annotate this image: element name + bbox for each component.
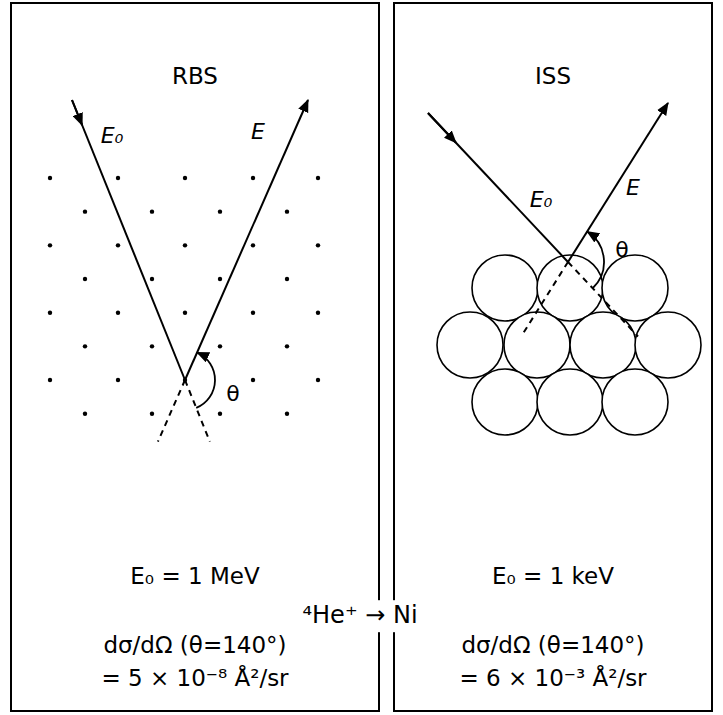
lattice-atom: [150, 344, 154, 348]
label-slot: E: [626, 175, 640, 200]
lattice-atom: [183, 310, 187, 314]
lattice-atom: [116, 378, 120, 382]
surface-atom: [537, 369, 603, 435]
scattered-beam: [568, 103, 668, 262]
lattice-atom: [251, 243, 255, 247]
surface-atom: [602, 369, 668, 435]
angle-symbol: θ: [226, 381, 239, 406]
label-slot: θ: [226, 381, 239, 406]
angle-arc: [196, 353, 215, 408]
panel-text-slot: RBS: [50, 60, 340, 93]
lattice-atom: [316, 378, 320, 382]
lattice-atom: [285, 344, 289, 348]
panel-value: dσ/dΩ (θ=140°) = 5 × 10⁻⁸ Å²/sr: [50, 629, 340, 696]
panel-text-slot: E₀ = 1 keV: [408, 560, 698, 593]
scattered-beam: [185, 100, 308, 380]
panel-heading: RBS: [172, 60, 218, 93]
surface-atom: [570, 312, 636, 378]
panel-text-slot: dσ/dΩ (θ=140°) = 5 × 10⁻⁸ Å²/sr: [50, 629, 340, 696]
energy-symbol: E: [626, 175, 640, 200]
beam-target-label: ⁴He⁺ → Ni: [294, 600, 425, 632]
panel-value: E₀ = 1 MeV: [130, 560, 259, 593]
energy-symbol: E: [251, 119, 265, 144]
lattice-atom: [285, 209, 289, 213]
lattice-atom: [183, 243, 187, 247]
lattice-atom: [251, 378, 255, 382]
lattice-atom: [116, 176, 120, 180]
incident-beam-arrow: [428, 113, 456, 143]
technique-panel: ISS E₀ = 1 keV dσ/dΩ (θ=140°) = 6 × 10⁻³ Å…: [393, 2, 713, 712]
panel-heading: ISS: [535, 60, 571, 93]
surface-atom: [437, 312, 503, 378]
iss-surface: [428, 103, 701, 435]
lattice-atom: [150, 411, 154, 415]
surface-atom: [472, 255, 538, 321]
surface-atom: [602, 255, 668, 321]
label-slot: ⁴He⁺ → Ni: [294, 600, 425, 632]
panel-text-slot: ISS: [408, 60, 698, 93]
lattice-atom: [83, 344, 87, 348]
incident-beam-arrow: [72, 100, 82, 125]
lattice-atom: [218, 411, 222, 415]
lattice-atom: [285, 411, 289, 415]
incident-beam: [72, 100, 185, 380]
lattice-atom: [116, 310, 120, 314]
energy-symbol: E₀: [101, 123, 124, 148]
label-slot: θ: [615, 237, 628, 262]
beam-extension: [158, 380, 185, 442]
surface-atom: [472, 369, 538, 435]
panel-text-slot: dσ/dΩ (θ=140°) = 6 × 10⁻³ Å²/sr: [408, 629, 698, 696]
lattice-atom: [218, 209, 222, 213]
incident-beam: [428, 113, 568, 262]
rbs-lattice: [48, 100, 320, 442]
lattice-atom: [316, 310, 320, 314]
lattice-atom: [316, 243, 320, 247]
surface-atom: [504, 312, 570, 378]
panel-value: E₀ = 1 keV: [492, 560, 614, 593]
lattice-atom: [150, 277, 154, 281]
lattice-atom: [83, 277, 87, 281]
lattice-atom: [48, 378, 52, 382]
lattice-atom: [251, 310, 255, 314]
energy-symbol: E₀: [530, 187, 553, 212]
lattice-atom: [83, 209, 87, 213]
lattice-atom: [83, 411, 87, 415]
lattice-atom: [150, 209, 154, 213]
label-slot: E: [251, 119, 265, 144]
lattice-atom: [48, 176, 52, 180]
angle-symbol: θ: [615, 237, 628, 262]
panel-value: dσ/dΩ (θ=140°) = 6 × 10⁻³ Å²/sr: [408, 629, 698, 696]
surface-atom: [635, 312, 701, 378]
panel-text-slot: E₀ = 1 MeV: [50, 560, 340, 593]
lattice-atom: [251, 176, 255, 180]
lattice-atom: [285, 277, 289, 281]
lattice-atom: [218, 344, 222, 348]
beam-extension: [185, 380, 210, 442]
angle-arc: [587, 232, 604, 289]
lattice-atom: [48, 243, 52, 247]
lattice-atom: [183, 176, 187, 180]
lattice-atom: [316, 176, 320, 180]
beam-extension: [523, 262, 568, 334]
lattice-atom: [48, 310, 52, 314]
lattice-atom: [116, 243, 120, 247]
lattice-atom: [218, 277, 222, 281]
label-slot: E₀: [530, 187, 553, 212]
label-slot: E₀: [101, 123, 124, 148]
